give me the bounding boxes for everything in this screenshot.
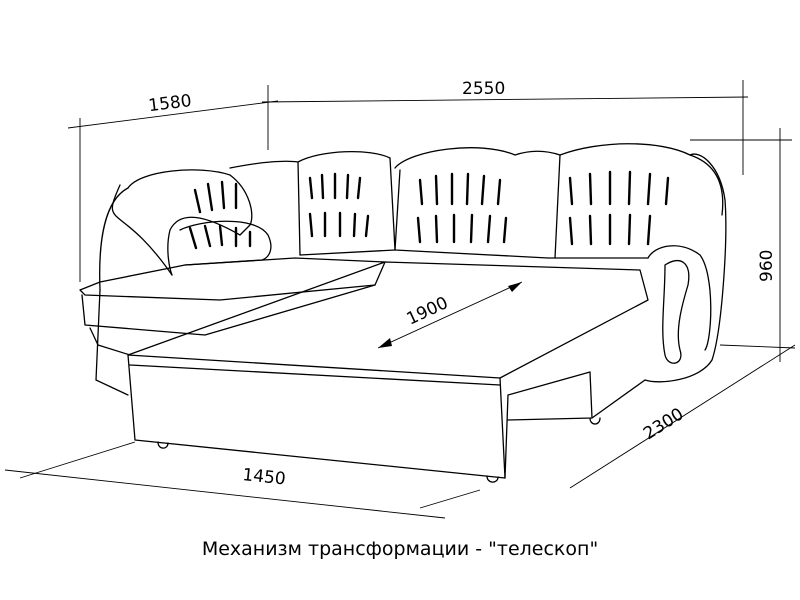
dim-bed-width: 1450 [241,465,286,489]
dimension-labels: 1580 2550 960 2300 1450 1900 [147,79,777,489]
dim-total-length: 2550 [462,79,505,99]
caption: Механизм трансформации - "телескоп" [201,538,599,560]
dim-bed-length: 2300 [640,404,687,444]
sofa-drawing [79,143,727,483]
dimension-lines [4,80,796,519]
tufting-lines [188,170,670,250]
dim-height: 960 [757,250,777,282]
dim-sleep-length: 1900 [404,293,452,329]
